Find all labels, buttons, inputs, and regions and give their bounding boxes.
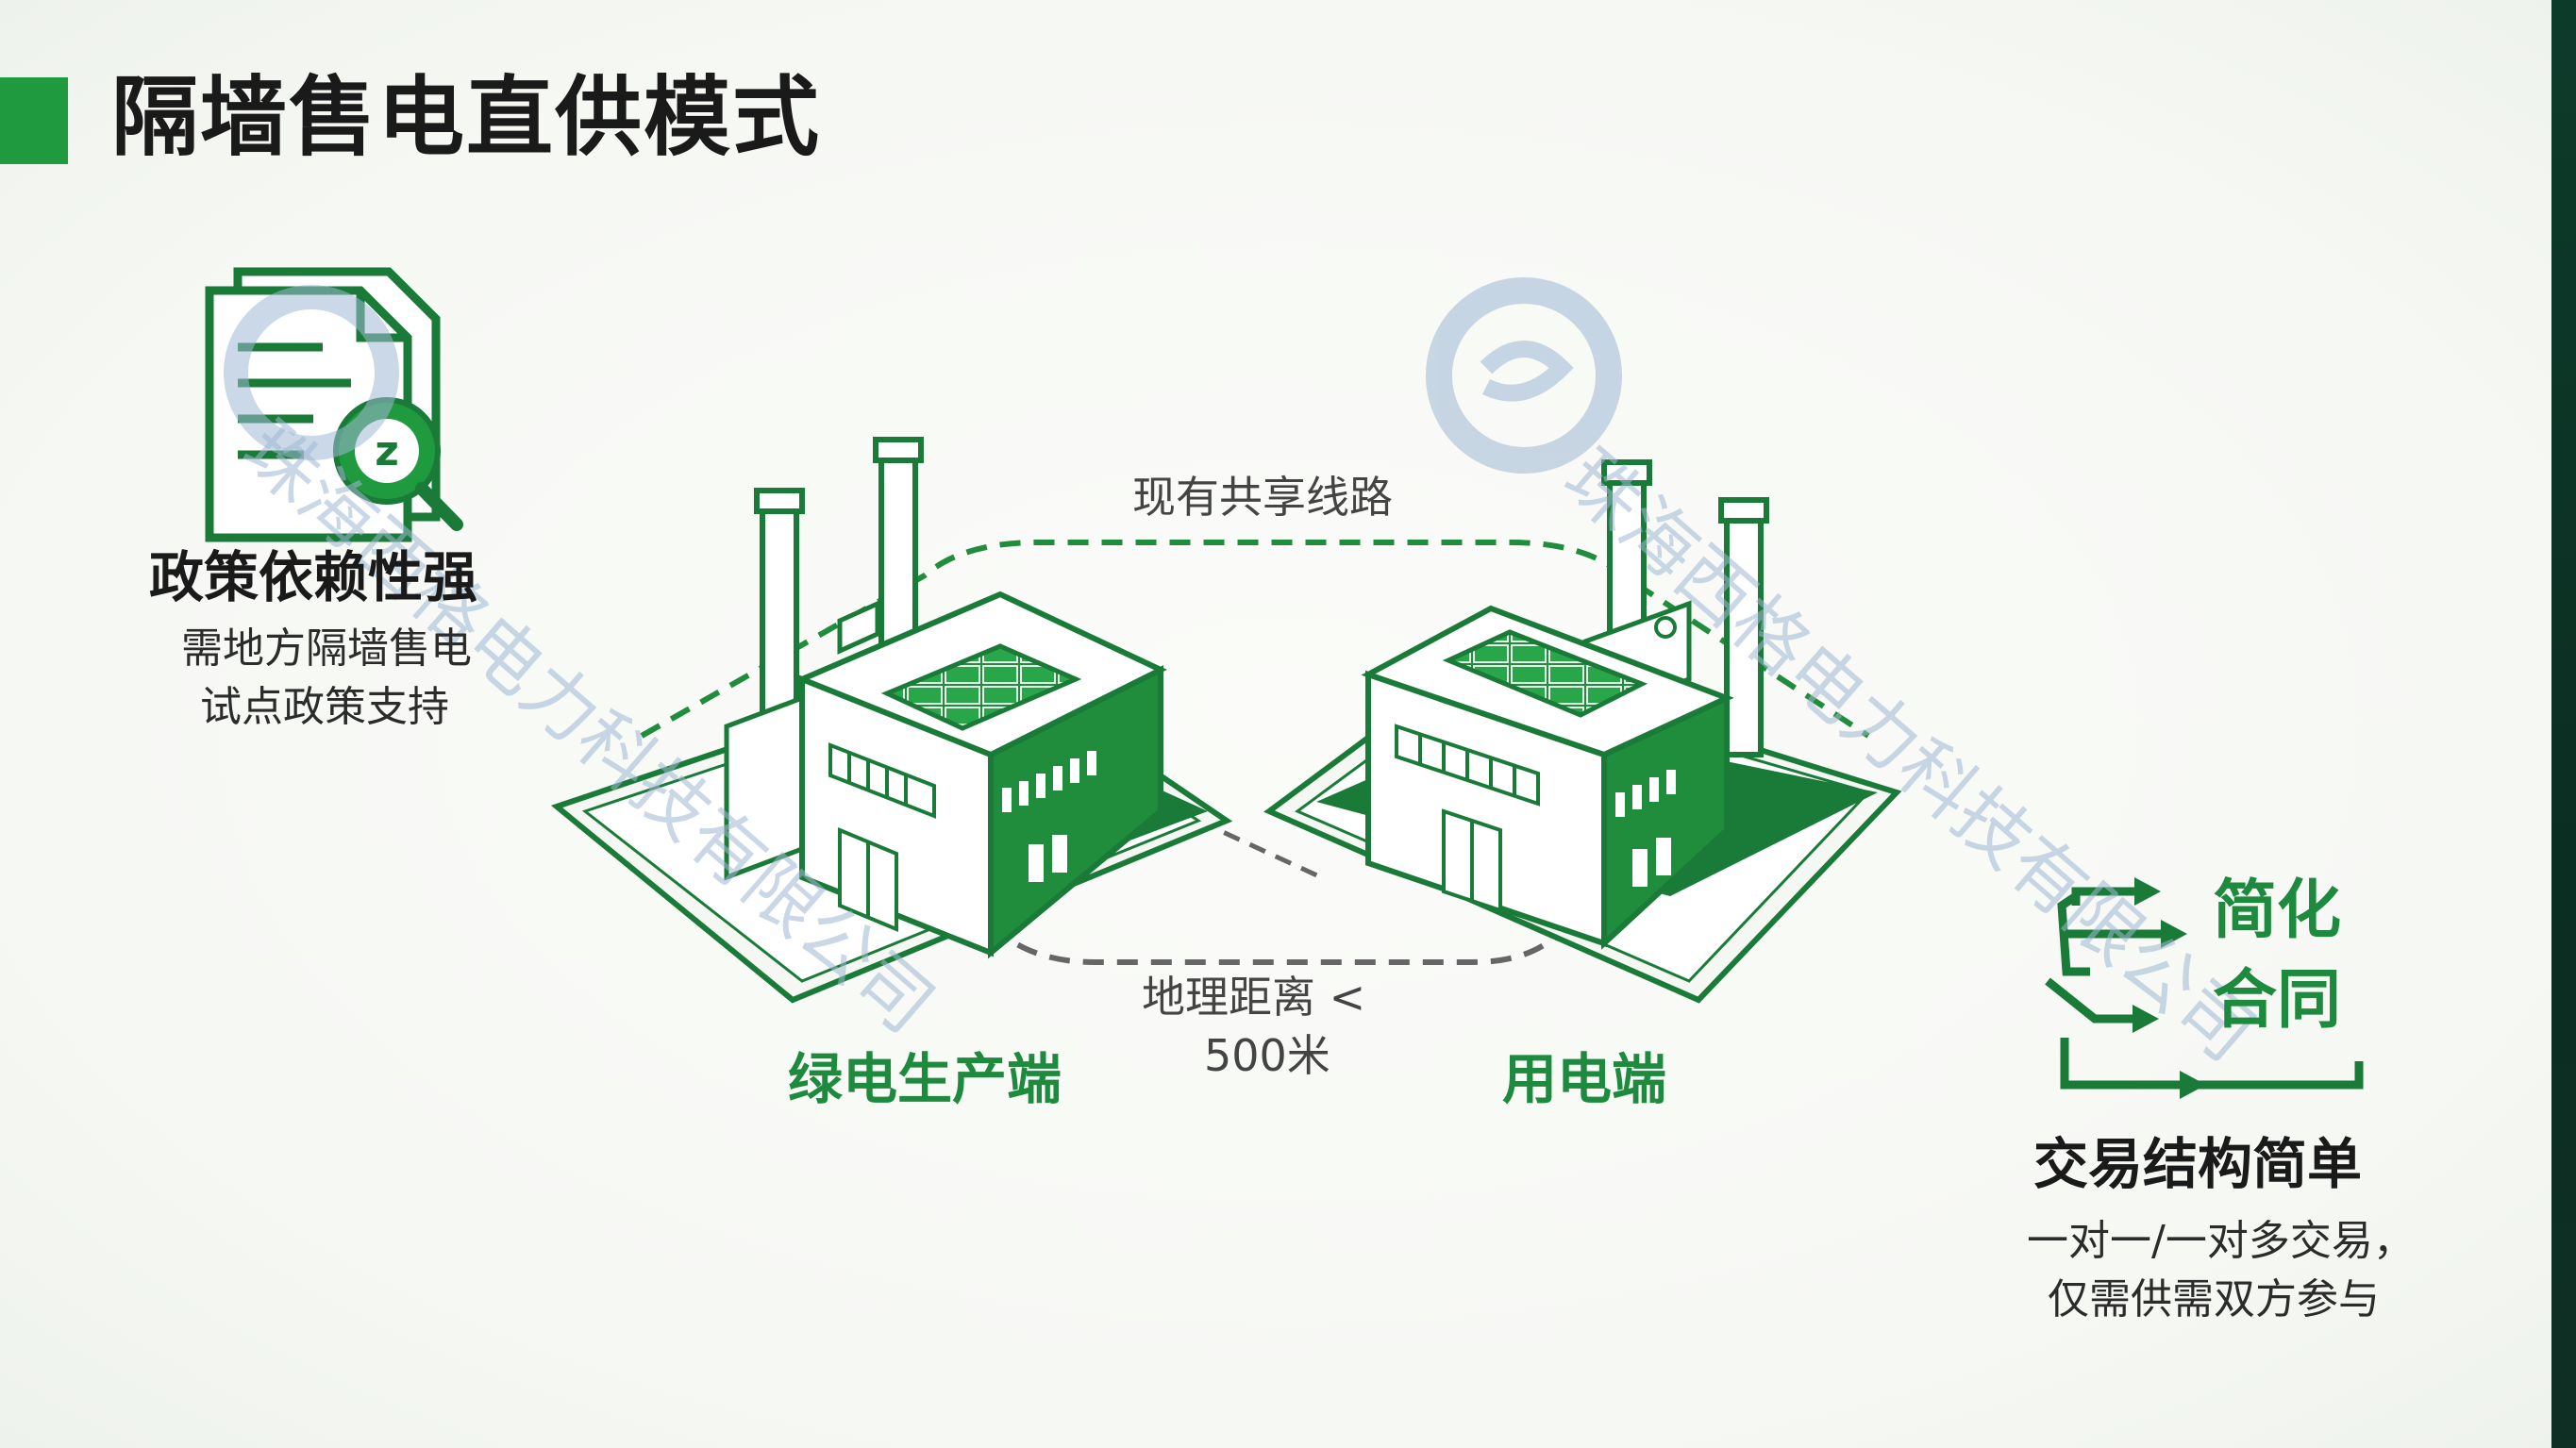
- policy-line2: 试点政策支持: [200, 683, 449, 731]
- shared-line-path: [640, 540, 1870, 739]
- right-edge-decoration: [2551, 0, 2576, 1448]
- contract-label: 合同: [2213, 963, 2342, 1038]
- distance-label: 500米: [1204, 1030, 1330, 1081]
- svg-text:z: z: [375, 427, 399, 475]
- page-title: 隔墙售电直供模式: [111, 67, 822, 168]
- trade-line2: 仅需供需双方参与: [2048, 1275, 2380, 1323]
- policy-heading: 政策依赖性强: [149, 545, 478, 609]
- distance-label: 地理距离 <: [1142, 972, 1366, 1023]
- trade-line1: 一对一/一对多交易，: [2027, 1217, 2415, 1265]
- factory-icon: [724, 437, 1167, 959]
- consumer-label: 用电端: [1502, 1047, 1667, 1111]
- policy-line1: 需地方隔墙售电: [181, 624, 472, 673]
- distance-path: [988, 922, 1569, 965]
- producer-label: 绿电生产端: [788, 1047, 1062, 1111]
- shared-line-label: 现有共享线路: [1132, 472, 1393, 523]
- trade-heading: 交易结构简单: [2033, 1132, 2363, 1196]
- factory-icon: [1361, 459, 1769, 950]
- title-accent-bar: [0, 77, 68, 164]
- contract-cycle-arrows-icon: [2045, 877, 2364, 1099]
- contract-label: 简化: [2213, 874, 2342, 948]
- company-logo-watermark-icon: [224, 277, 1622, 474]
